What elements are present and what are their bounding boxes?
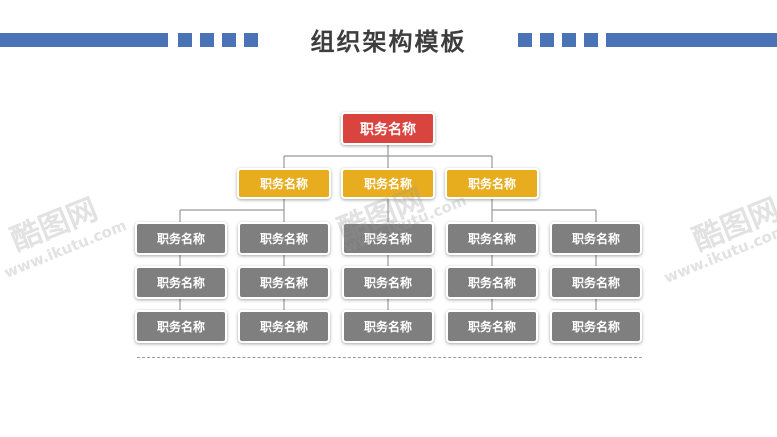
org-node-root: 职务名称 — [341, 112, 435, 145]
org-node-leaf: 职务名称 — [446, 266, 538, 299]
footer-dashed-divider — [137, 357, 642, 358]
org-node-leaf: 职务名称 — [550, 266, 642, 299]
header-right-square — [518, 33, 532, 47]
org-node-level2: 职务名称 — [445, 168, 539, 199]
header-left-bar — [0, 33, 168, 47]
header-right-square — [562, 33, 576, 47]
org-node-leaf: 职务名称 — [446, 222, 538, 255]
org-node-level2: 职务名称 — [341, 168, 435, 199]
header-left-square — [178, 33, 192, 47]
page-title: 组织架构模板 — [310, 28, 467, 56]
org-node-leaf: 职务名称 — [342, 222, 434, 255]
header-left-square — [244, 33, 258, 47]
org-node-leaf: 职务名称 — [238, 222, 330, 255]
org-node-leaf: 职务名称 — [135, 222, 227, 255]
org-node-leaf: 职务名称 — [238, 266, 330, 299]
org-node-leaf: 职务名称 — [342, 266, 434, 299]
header-right-square — [584, 33, 598, 47]
org-node-leaf: 职务名称 — [135, 310, 227, 343]
org-node-leaf: 职务名称 — [342, 310, 434, 343]
org-node-leaf: 职务名称 — [238, 310, 330, 343]
header-left-square — [200, 33, 214, 47]
org-node-leaf: 职务名称 — [550, 222, 642, 255]
org-node-leaf: 职务名称 — [446, 310, 538, 343]
header-left-square — [222, 33, 236, 47]
org-node-leaf: 职务名称 — [135, 266, 227, 299]
org-node-leaf: 职务名称 — [550, 310, 642, 343]
header-right-square — [540, 33, 554, 47]
org-node-level2: 职务名称 — [237, 168, 331, 199]
header-right-bar — [606, 33, 777, 47]
